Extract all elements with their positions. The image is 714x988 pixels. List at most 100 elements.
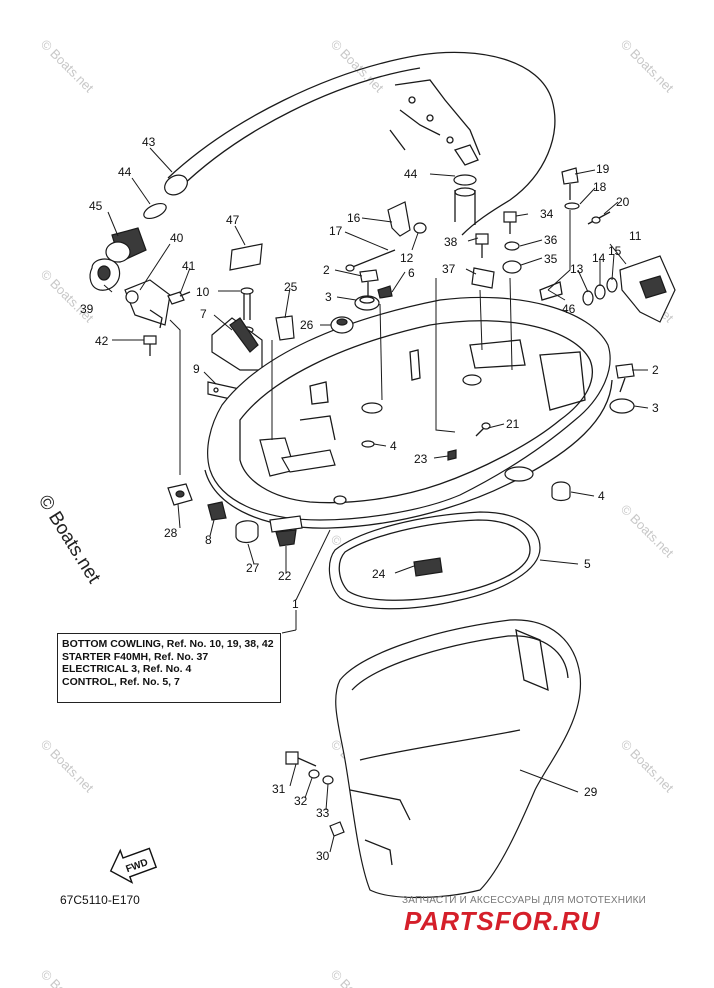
plate-46 bbox=[539, 281, 563, 301]
nut-12 bbox=[413, 222, 427, 234]
shop-logo: PARTSFOR.RU bbox=[404, 906, 601, 936]
callout-23: 23 bbox=[414, 452, 428, 466]
screw-41 bbox=[167, 291, 191, 305]
screw-20 bbox=[587, 211, 611, 225]
callout-22: 22 bbox=[278, 569, 292, 583]
callout-10: 10 bbox=[196, 285, 210, 299]
fwd-arrow-icon: FWD bbox=[109, 847, 158, 884]
bracket-7 bbox=[211, 317, 263, 371]
callout-1: 1 bbox=[292, 597, 299, 611]
bracket-16 bbox=[387, 201, 411, 237]
shop-subtitle: ЗАПЧАСТИ И АКСЕССУАРЫ ДЛЯ МОТОТЕХНИКИ bbox=[402, 895, 647, 906]
callout-36: 36 bbox=[544, 233, 558, 247]
grommet-3-left bbox=[354, 295, 380, 311]
nut-30 bbox=[329, 821, 345, 837]
grommet-45 bbox=[105, 227, 147, 263]
callout-4: 4 bbox=[390, 439, 397, 453]
grommet-22 bbox=[269, 515, 303, 547]
leader-lines bbox=[103, 147, 649, 853]
callout-41: 41 bbox=[182, 259, 196, 273]
reference-legend: BOTTOM COWLING, Ref. No. 10, 19, 38, 42 … bbox=[57, 633, 281, 703]
grommet-3-right bbox=[609, 398, 635, 414]
grommet-8 bbox=[207, 501, 227, 521]
lower-cowling-29 bbox=[335, 619, 582, 899]
label-47 bbox=[229, 243, 263, 271]
washer-32 bbox=[308, 769, 320, 779]
bolt-31 bbox=[285, 751, 317, 767]
grommet-27 bbox=[235, 520, 259, 544]
callout-2: 2 bbox=[323, 263, 330, 277]
grommet-28 bbox=[167, 483, 193, 506]
callout-4: 4 bbox=[598, 489, 605, 503]
callout-12: 12 bbox=[400, 251, 414, 265]
callout-35: 35 bbox=[544, 252, 558, 266]
grommet-37 bbox=[471, 267, 495, 289]
callout-39: 39 bbox=[80, 302, 94, 316]
callout-46: 46 bbox=[562, 302, 576, 316]
bolt-2-right bbox=[615, 363, 635, 393]
plug-39 bbox=[89, 258, 121, 291]
callout-21: 21 bbox=[506, 417, 520, 431]
callout-33: 33 bbox=[316, 806, 330, 820]
watermark-text: © Boats.net bbox=[618, 737, 677, 796]
legend-line: ELECTRICAL 3, Ref. No. 4 bbox=[62, 663, 192, 675]
callout-34: 34 bbox=[540, 207, 554, 221]
callout-15: 15 bbox=[608, 244, 622, 258]
callout-47: 47 bbox=[226, 213, 240, 227]
callout-25: 25 bbox=[284, 280, 298, 294]
callout-32: 32 bbox=[294, 794, 308, 808]
bolt-19 bbox=[561, 167, 579, 200]
watermark-text: © Boats.net bbox=[38, 37, 97, 96]
handle-11 bbox=[619, 255, 676, 323]
watermark-text: © Boats.net bbox=[38, 267, 97, 326]
watermark-text: © Boats.net bbox=[618, 502, 677, 561]
callout-29: 29 bbox=[584, 785, 598, 799]
watermark-text: © Boats.net bbox=[328, 967, 387, 988]
callout-30: 30 bbox=[316, 849, 330, 863]
bottom-cowling bbox=[204, 296, 613, 529]
callout-3: 3 bbox=[325, 290, 332, 304]
callout-31: 31 bbox=[272, 782, 286, 796]
legend-line: BOTTOM COWLING, Ref. No. 10, 19, 38, 42 bbox=[62, 638, 274, 650]
callout-27: 27 bbox=[246, 561, 260, 575]
callout-8: 8 bbox=[205, 533, 212, 547]
bolt-2-left bbox=[359, 269, 379, 296]
watermark-text: © Boats.net bbox=[38, 737, 97, 796]
callout-20: 20 bbox=[616, 195, 630, 209]
callout-24: 24 bbox=[372, 567, 386, 581]
callout-44: 44 bbox=[118, 165, 132, 179]
clamp-44-right bbox=[453, 174, 477, 225]
seal-5 bbox=[328, 511, 541, 610]
bracket-40 bbox=[124, 279, 171, 329]
cap-4-right bbox=[551, 481, 571, 502]
screw-23 bbox=[447, 449, 457, 461]
callout-37: 37 bbox=[442, 262, 456, 276]
callout-14: 14 bbox=[592, 251, 606, 265]
top-cowling-outline bbox=[164, 51, 556, 236]
grommet-35 bbox=[502, 260, 522, 274]
bolt-34 bbox=[503, 211, 517, 234]
callout-19: 19 bbox=[596, 162, 610, 176]
callout-6: 6 bbox=[408, 266, 415, 280]
watermark-text: © Boats.net bbox=[38, 967, 97, 988]
callout-5: 5 bbox=[584, 557, 591, 571]
callout-45: 45 bbox=[89, 199, 103, 213]
screw-6 bbox=[377, 285, 393, 299]
washer-18 bbox=[564, 202, 580, 210]
watermark-text-large: © Boats.net bbox=[34, 492, 105, 588]
callout-26: 26 bbox=[300, 318, 314, 332]
washer-33 bbox=[322, 775, 334, 785]
callout-42: 42 bbox=[95, 334, 109, 348]
callout-7: 7 bbox=[200, 307, 207, 321]
clamp-44-left bbox=[143, 202, 167, 220]
legend-line: CONTROL, Ref. No. 5, 7 bbox=[62, 675, 180, 688]
legend-line: STARTER F40MH, Ref. No. 37 bbox=[62, 650, 209, 663]
callout-17: 17 bbox=[329, 224, 343, 238]
bolt-38 bbox=[475, 233, 489, 258]
washer-36 bbox=[504, 241, 520, 251]
callout-11: 11 bbox=[629, 229, 642, 243]
callout-43: 43 bbox=[142, 135, 156, 149]
clip-25 bbox=[275, 315, 295, 341]
callout-38: 38 bbox=[444, 235, 458, 249]
